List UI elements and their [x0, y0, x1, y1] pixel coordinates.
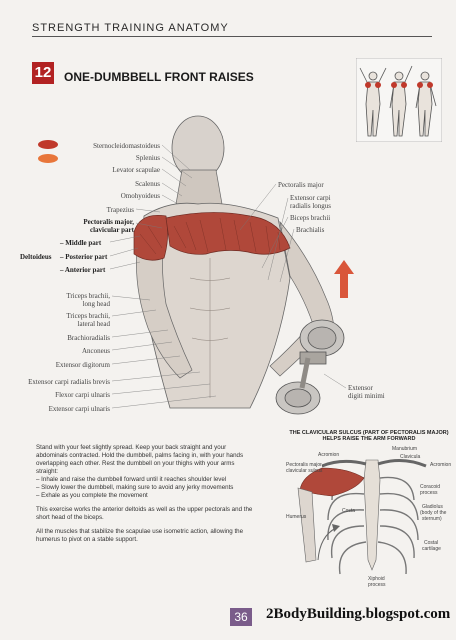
inset-label-xiphoid-2: process	[368, 582, 386, 588]
inset-label-acromion-left: Acromion	[318, 452, 340, 458]
inset-label-pectoralis-sulcus-2: clavicular sulcus	[286, 468, 323, 474]
label-extensor-carpi-radialis-longus-2: radialis longus	[290, 202, 332, 210]
label-anterior-part: – Anterior part	[60, 266, 106, 274]
page-number: 36	[230, 608, 252, 626]
instruction-step-3: – Exhale as you complete the movement	[36, 492, 148, 499]
inset-label-coracoid: Coracoid	[420, 484, 441, 490]
inset-caption: THE CLAVICULAR SULCUS (PART OF PECTORALI…	[284, 430, 454, 442]
label-omohyoideus: Omohyoideus	[120, 192, 160, 200]
label-extensor-carpi-radialis-brevis: Extensor carpi radialis brevis	[28, 378, 110, 386]
inset-label-costal-2: cartilage	[422, 546, 441, 552]
instruction-step-2: – Slowly lower the dumbbell, making sure…	[36, 484, 234, 491]
inset-caption-line-1: THE CLAVICULAR SULCUS (PART OF PECTORALI…	[289, 430, 449, 436]
label-middle-part: – Middle part	[60, 239, 102, 247]
movement-sequence-thumbnail	[356, 58, 442, 142]
inset-caption-line-2: HELPS RAISE THE ARM FORWARD	[322, 436, 416, 442]
inset-label-gladiolus-3: sternum)	[422, 516, 442, 522]
label-flexor-carpi-ulnaris: Flexor carpi ulnaris	[55, 391, 110, 399]
label-brachioradialis: Brachioradialis	[67, 334, 110, 342]
header-rule	[32, 36, 432, 37]
ribcage-inset-illustration	[297, 459, 427, 575]
label-levator-scapulae: Levator scapulae	[112, 166, 160, 174]
inset-label-clavicula: Clavicula	[400, 454, 421, 460]
anatomical-figure	[133, 115, 354, 415]
label-deltoideus: Deltoideus	[20, 253, 52, 261]
label-triceps-lateral-2: lateral head	[77, 320, 110, 328]
label-extensor-carpi-radialis-longus: Extensor carpi	[290, 194, 331, 202]
primary-muscle-legend-dot	[38, 140, 58, 149]
exercise-number-badge: 12	[32, 62, 54, 84]
inset-label-acromion-right: Acromion	[430, 462, 452, 468]
exercise-title: ONE-DUMBBELL FRONT RAISES	[64, 70, 254, 84]
label-brachialis: Brachialis	[296, 226, 325, 234]
label-pectoralis-major: Pectoralis major	[278, 181, 324, 189]
secondary-muscle-legend-dot	[38, 154, 58, 163]
watermark-url: 2BodyBuilding.blogspot.com	[266, 606, 451, 622]
label-biceps-brachii: Biceps brachii	[290, 214, 331, 222]
label-extensor-digiti-minimi: Extensor	[348, 384, 373, 392]
label-splenius: Splenius	[135, 154, 160, 162]
label-extensor-carpi-ulnaris: Extensor carpi ulnaris	[48, 405, 110, 413]
inset-label-gladiolus: Gladiolus	[422, 504, 443, 510]
label-pectoralis-clavicular: Pectoralis major,	[83, 218, 134, 226]
label-extensor-digitorum: Extensor digitorum	[55, 361, 110, 369]
running-head: STRENGTH TRAINING ANATOMY	[32, 22, 229, 34]
note-2: All the muscles that stabilize the scapu…	[36, 528, 244, 543]
instructions-text: Stand with your feet slightly spread. Ke…	[36, 444, 258, 550]
inset-label-manubrium: Manubrium	[392, 446, 418, 452]
label-scalenus: Scalenus	[135, 180, 160, 188]
label-triceps-lateral: Triceps brachii,	[66, 312, 110, 320]
label-extensor-digiti-minimi-2: digiti minimi	[348, 392, 385, 400]
inset-label-costal: Costal	[424, 540, 439, 546]
note-1: This exercise works the anterior deltoid…	[36, 506, 253, 521]
label-triceps-long-2: long head	[82, 300, 110, 308]
label-triceps-long: Triceps brachii,	[66, 292, 110, 300]
label-anconeus: Anconeus	[82, 347, 110, 355]
label-sternocleidomastoideus: Sternocleidomastoideus	[93, 142, 160, 150]
label-posterior-part: – Posterior part	[60, 253, 108, 261]
inset-label-xiphoid: Xiphoid	[368, 576, 385, 582]
inset-label-pectoralis-sulcus: Pectoralis major,	[286, 462, 323, 468]
label-pectoralis-clavicular-2: clavicular part	[89, 226, 134, 234]
inset-label-humerus: Humerus	[286, 514, 307, 520]
label-trapezius: Trapezius	[106, 206, 134, 214]
instruction-step-1: – Inhale and raise the dumbbell forward …	[36, 476, 227, 483]
inset-label-costa: Costa	[342, 508, 356, 514]
inset-label-gladiolus-2: (body of the	[420, 510, 447, 516]
inset-label-coracoid-2: process	[420, 490, 438, 496]
instruction-intro: Stand with your feet slightly spread. Ke…	[36, 444, 244, 475]
